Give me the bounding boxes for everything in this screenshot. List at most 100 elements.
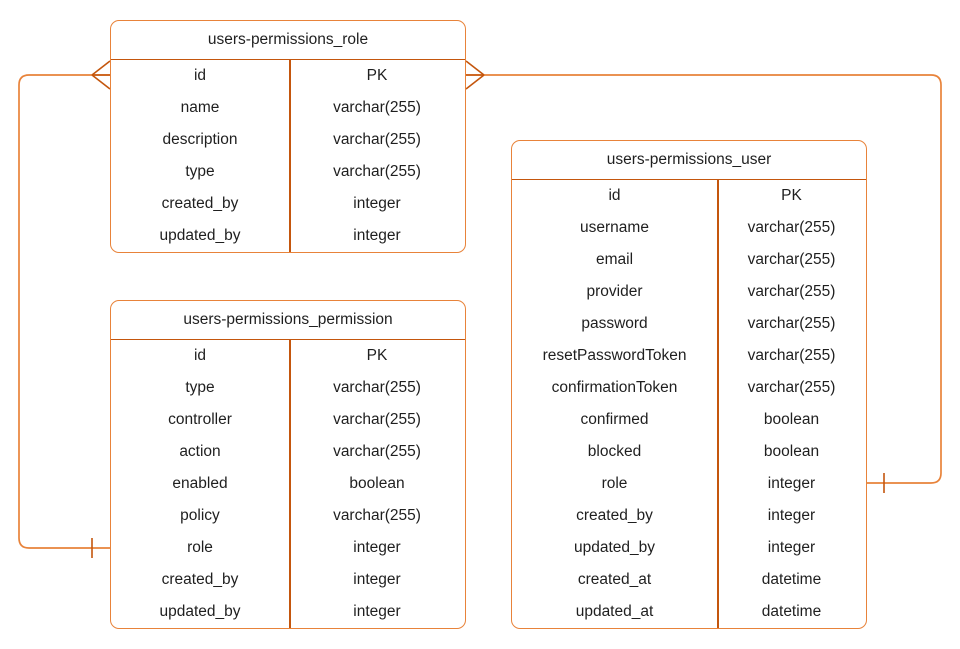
field-type: varchar(255) (747, 315, 836, 332)
field-name: type (185, 379, 215, 396)
field-type: varchar(255) (333, 131, 421, 148)
table-row[interactable]: type varchar(255) (111, 156, 465, 188)
field-name: updated_at (575, 603, 654, 620)
field-name: confirmationToken (551, 379, 678, 396)
table-row[interactable]: updated_by integer (512, 532, 866, 564)
field-type: boolean (763, 411, 820, 428)
table-row[interactable]: created_by integer (111, 188, 465, 220)
table-row[interactable]: created_at datetime (512, 564, 866, 596)
table-row[interactable]: password varchar(255) (512, 308, 866, 340)
field-name: id (193, 347, 207, 364)
field-type: varchar(255) (747, 219, 836, 236)
field-type: varchar(255) (333, 411, 421, 428)
table-row[interactable]: name varchar(255) (111, 92, 465, 124)
field-type: PK (781, 187, 802, 204)
table-row[interactable]: controller varchar(255) (111, 404, 465, 436)
field-name: username (580, 219, 649, 236)
table-row[interactable]: role integer (111, 532, 465, 564)
field-type: varchar(255) (747, 379, 836, 396)
field-name: updated_by (159, 603, 241, 620)
crowsfoot-many-role-right (465, 60, 485, 90)
field-type: PK (366, 67, 388, 84)
field-name: description (162, 131, 238, 148)
field-name: role (601, 475, 628, 492)
entity-permission[interactable]: users-permissions_permission id PK type … (110, 300, 466, 629)
field-name: blocked (587, 443, 642, 460)
table-row[interactable]: created_by integer (111, 564, 465, 596)
field-type: integer (353, 227, 401, 244)
table-row[interactable]: role integer (512, 468, 866, 500)
table-row[interactable]: resetPasswordToken varchar(255) (512, 340, 866, 372)
field-name: id (608, 187, 621, 204)
field-name: name (180, 99, 220, 116)
field-name: created_by (161, 195, 239, 212)
table-row[interactable]: confirmed boolean (512, 404, 866, 436)
field-name: created_by (576, 507, 653, 524)
field-type: integer (353, 603, 401, 620)
entity-role[interactable]: users-permissions_role id PK name varcha… (110, 20, 466, 253)
table-row[interactable]: description varchar(255) (111, 124, 465, 156)
table-row[interactable]: created_by integer (512, 500, 866, 532)
field-name: email (595, 251, 634, 268)
field-name: id (193, 67, 207, 84)
field-type: integer (353, 539, 401, 556)
field-type: integer (767, 507, 816, 524)
field-name: enabled (172, 475, 228, 492)
crowsfoot-many-role-left (91, 60, 111, 90)
field-type: varchar(255) (333, 99, 421, 116)
entity-user-column-divider (717, 180, 719, 628)
field-name: created_at (577, 571, 652, 588)
table-row[interactable]: updated_at datetime (512, 596, 866, 628)
field-type: integer (767, 475, 816, 492)
field-name: updated_by (159, 227, 241, 244)
table-row[interactable]: policy varchar(255) (111, 500, 465, 532)
entity-role-column-divider (289, 60, 291, 252)
table-row[interactable]: enabled boolean (111, 468, 465, 500)
field-type: boolean (763, 443, 820, 460)
table-row[interactable]: id PK (111, 340, 465, 372)
entity-user-body: id PK username varchar(255) email varcha… (512, 180, 866, 628)
connector-line-role-permission (18, 74, 110, 549)
field-name: controller (168, 411, 232, 428)
table-row[interactable]: confirmationToken varchar(255) (512, 372, 866, 404)
entity-permission-column-divider (289, 340, 291, 628)
field-type: varchar(255) (333, 163, 421, 180)
field-type: PK (366, 347, 388, 364)
field-type: datetime (761, 603, 822, 620)
field-type: integer (767, 539, 816, 556)
table-row[interactable]: provider varchar(255) (512, 276, 866, 308)
field-name: confirmed (580, 411, 649, 428)
table-row[interactable]: id PK (111, 60, 465, 92)
field-type: varchar(255) (333, 379, 421, 396)
field-type: integer (353, 195, 401, 212)
field-name: role (187, 539, 213, 556)
field-type: integer (353, 571, 401, 588)
field-type: datetime (761, 571, 822, 588)
field-type: boolean (349, 475, 405, 492)
field-type: varchar(255) (747, 283, 836, 300)
table-row[interactable]: type varchar(255) (111, 372, 465, 404)
table-row[interactable]: updated_by integer (111, 220, 465, 252)
field-type: varchar(255) (747, 251, 836, 268)
table-row[interactable]: updated_by integer (111, 596, 465, 628)
entity-user[interactable]: users-permissions_user id PK username va… (511, 140, 867, 629)
field-name: policy (180, 507, 220, 524)
field-type: varchar(255) (747, 347, 836, 364)
table-row[interactable]: action varchar(255) (111, 436, 465, 468)
table-row[interactable]: blocked boolean (512, 436, 866, 468)
field-name: created_by (161, 571, 239, 588)
entity-permission-title: users-permissions_permission (111, 301, 465, 340)
table-row[interactable]: username varchar(255) (512, 212, 866, 244)
field-type: varchar(255) (333, 443, 421, 460)
table-row[interactable]: email varchar(255) (512, 244, 866, 276)
field-type: varchar(255) (333, 507, 421, 524)
entity-role-title: users-permissions_role (111, 21, 465, 60)
entity-permission-body: id PK type varchar(255) controller varch… (111, 340, 465, 628)
table-row[interactable]: id PK (512, 180, 866, 212)
field-name: password (581, 315, 648, 332)
field-name: provider (586, 283, 643, 300)
relationship-role-to-permission (18, 60, 111, 558)
entity-user-title: users-permissions_user (512, 141, 866, 180)
field-name: updated_by (573, 539, 656, 556)
